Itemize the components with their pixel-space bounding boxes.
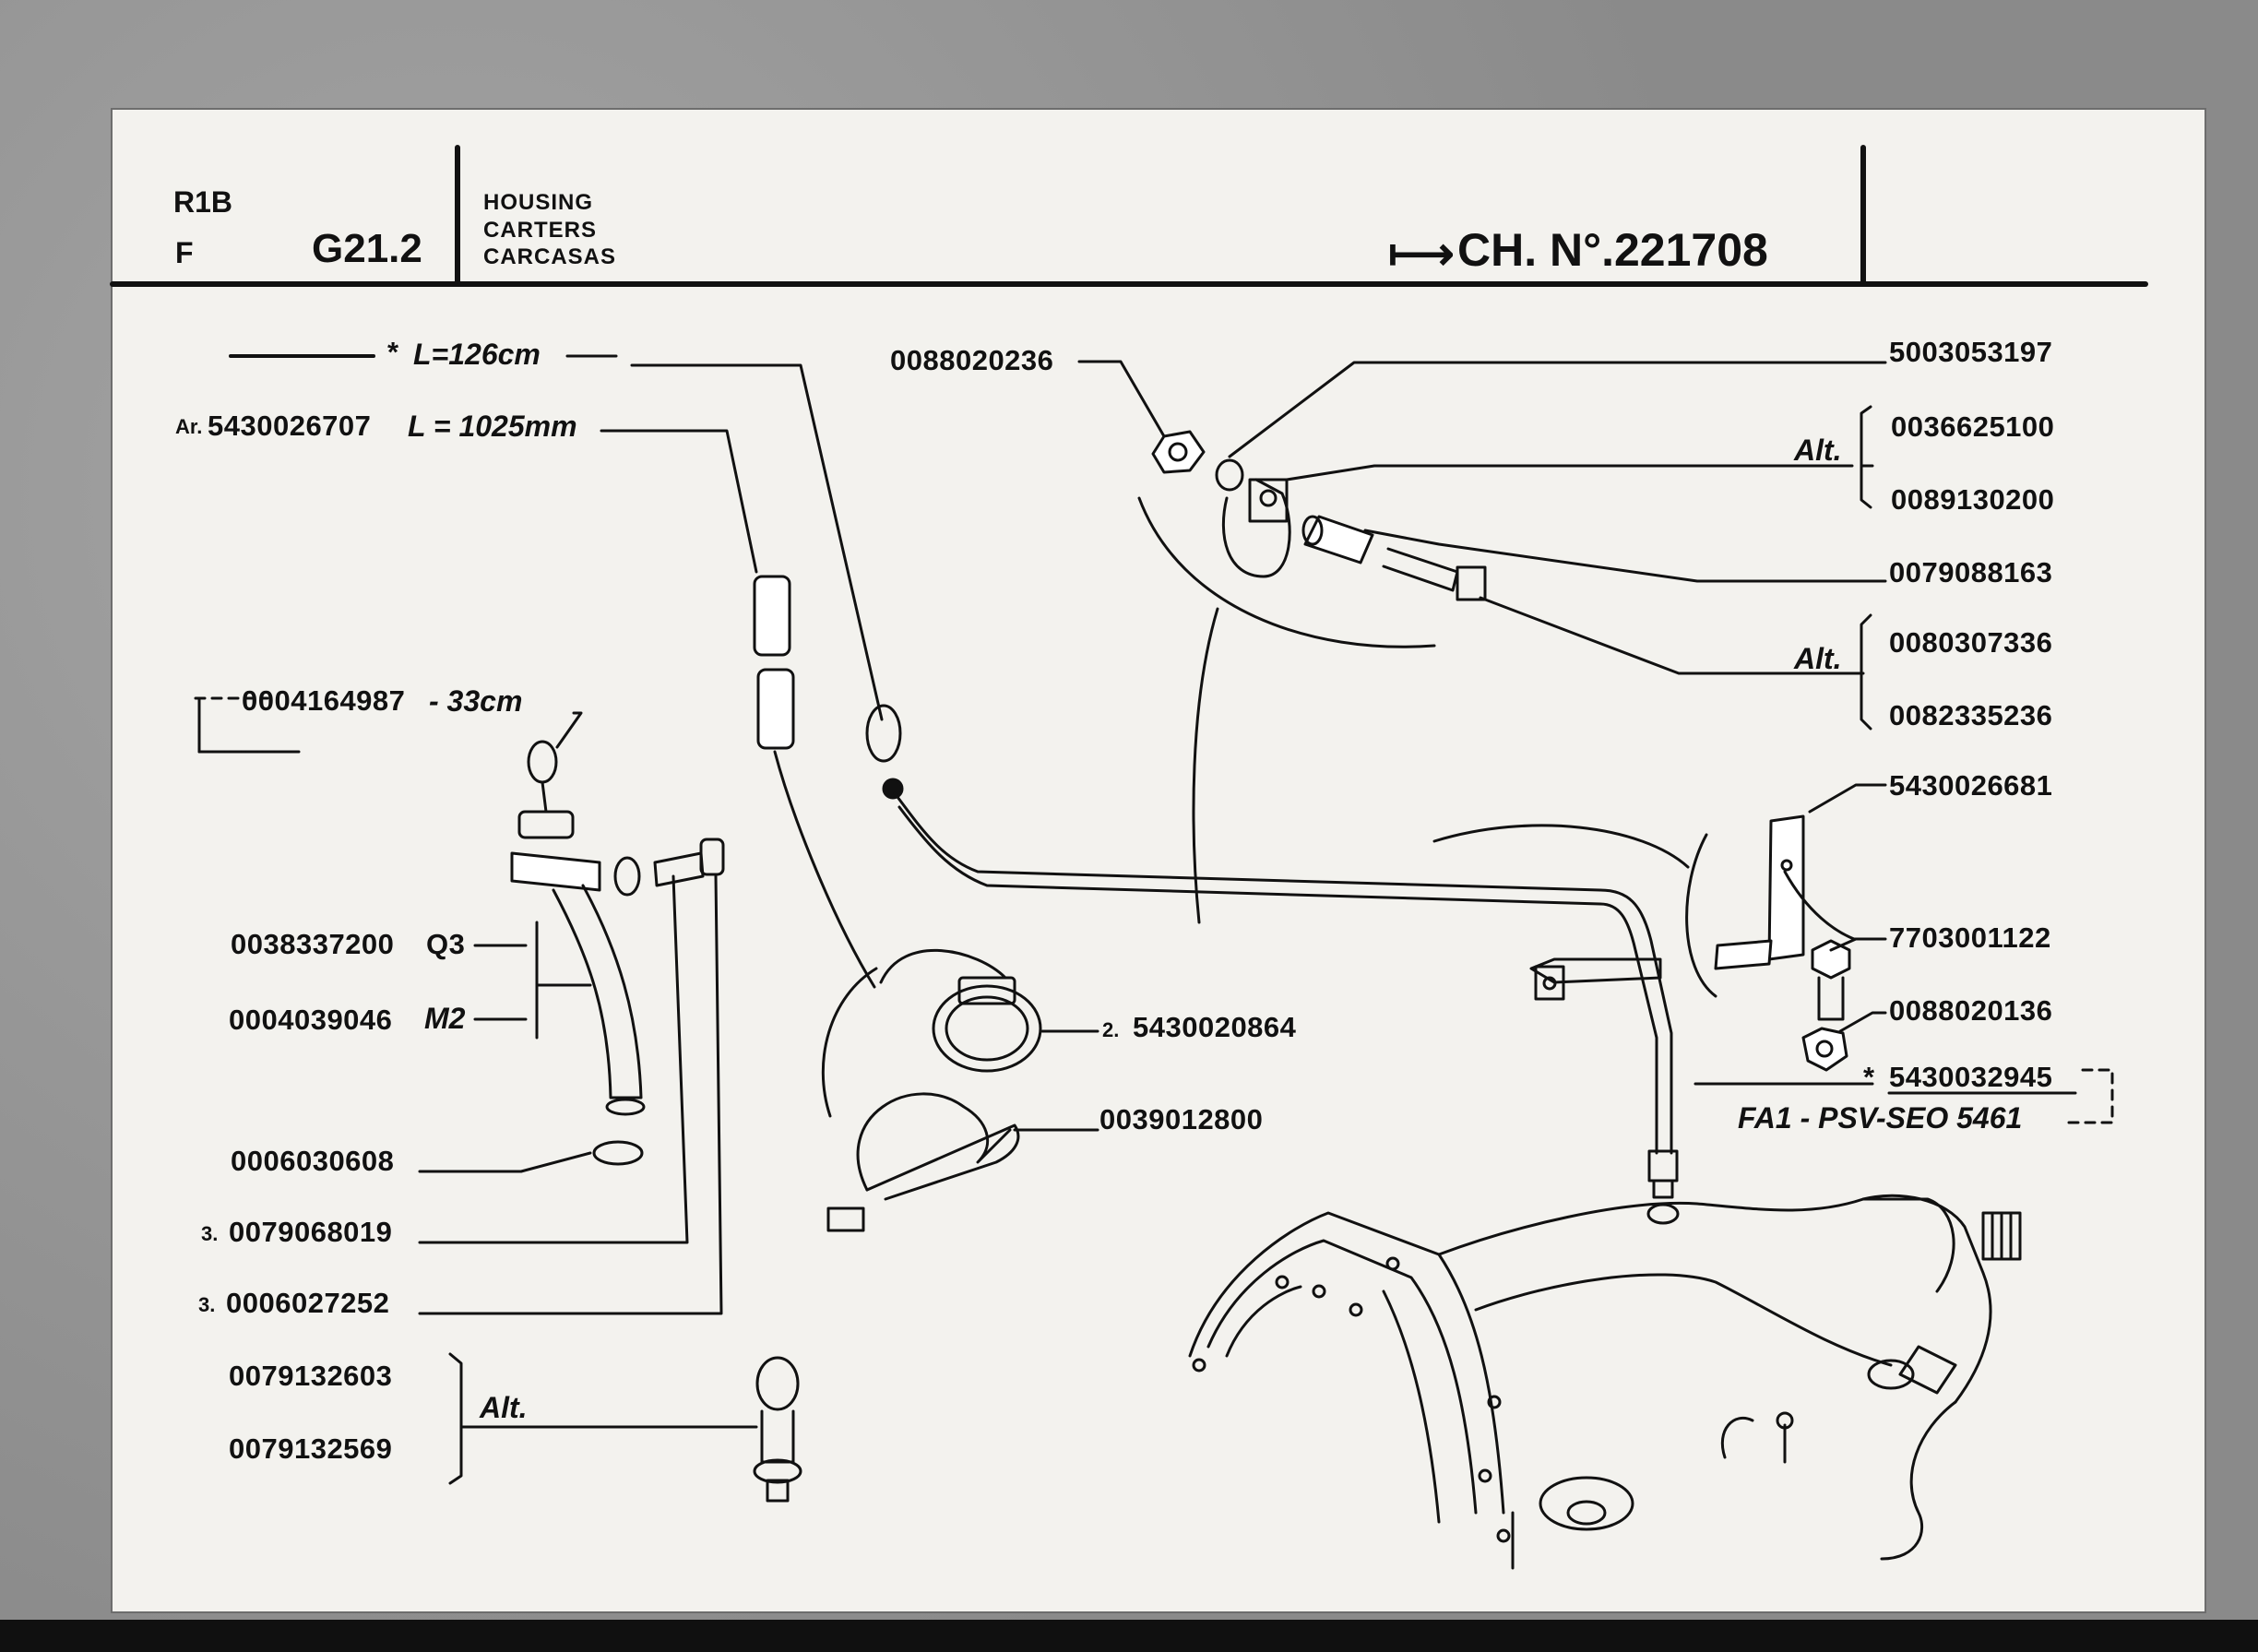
washer-icon — [613, 856, 641, 897]
lock-washer-icon — [1215, 458, 1244, 492]
oil-filler-tube-icon — [510, 740, 646, 1166]
title-es: CARCASAS — [483, 244, 617, 269]
qty-3b: 3. — [198, 1293, 216, 1316]
cable-length-label: L=126cm — [413, 338, 541, 371]
dipstick-rod — [773, 750, 876, 989]
title-en: HOUSING — [483, 190, 594, 215]
part-label-5003053197: 5003053197 — [1889, 336, 2053, 368]
dipstick-part-label: 5430026707 — [208, 410, 372, 442]
qty-2: 2. — [1102, 1018, 1120, 1041]
group-code: G21.2 — [312, 226, 422, 271]
mounting-tab-icon — [1529, 957, 1662, 1001]
alt-label-right-1: Alt. — [1794, 434, 1842, 467]
part-label-0079132603: 0079132603 — [229, 1360, 393, 1392]
p-clip-icon — [1221, 478, 1291, 578]
cable-tie-icon — [826, 1092, 1020, 1232]
alt-bracket-3 — [1860, 613, 1872, 731]
alt-bracket-1 — [448, 1352, 463, 1485]
support-bracket-icon — [1714, 814, 1805, 970]
nut-right-icon — [1801, 1027, 1848, 1072]
dipstick-length-label: L = 1025mm — [408, 410, 577, 443]
dipstick-sleeve-icon — [753, 575, 795, 750]
bolt-right-icon — [1811, 939, 1851, 1021]
star-marker: * — [1863, 1061, 1875, 1093]
cable-star: * — [387, 336, 399, 368]
dipstick-prefix: Ar. — [175, 415, 203, 438]
part-label-0039012800: 0039012800 — [1099, 1103, 1264, 1135]
part-label-0038337200: 0038337200 — [231, 928, 395, 960]
part-label-0079088163: 0079088163 — [1889, 556, 2053, 588]
length-33cm-label: - 33cm — [429, 684, 523, 718]
drain-plug-icon — [753, 1356, 802, 1503]
part-label-0006027252: 0006027252 — [226, 1287, 390, 1319]
part-label-0079068019: 0079068019 — [229, 1216, 393, 1248]
part-label-5430020864: 5430020864 — [1133, 1011, 1297, 1043]
alt-bracket-2 — [1860, 405, 1872, 509]
part-label-7703001122: 7703001122 — [1889, 921, 2051, 954]
chassis-number: CH. N°.221708 — [1457, 224, 1768, 276]
part-label-0006030608: 0006030608 — [231, 1145, 395, 1177]
qty-3a: 3. — [201, 1222, 219, 1245]
part-label-0036625100: 0036625100 — [1891, 410, 2055, 443]
bolt-icon — [653, 838, 725, 887]
part-label-0004039046: 0004039046 — [229, 1004, 393, 1036]
alt-label-right-2: Alt. — [1794, 642, 1842, 675]
part-label-0089130200: 0089130200 — [1891, 483, 2055, 516]
part-label-0088020136: 0088020136 — [1889, 994, 2053, 1027]
gearbox-housing-icon — [1188, 1194, 2022, 1570]
part-label-0080307336: 0080307336 — [1889, 626, 2053, 659]
nut-icon — [1151, 430, 1206, 474]
suffix-q3: Q3 — [426, 928, 466, 960]
fa-note: FA1 - PSV-SEO 5461 — [1738, 1101, 2023, 1135]
title-fr: CARTERS — [483, 218, 598, 243]
part-label-5430026681: 5430026681 — [1889, 769, 2053, 802]
chassis-arrow: ⟼ — [1388, 228, 1455, 279]
hex-bolt-icon — [1382, 547, 1487, 601]
model-code: R1B — [173, 185, 233, 219]
hose-clamp-icon — [879, 948, 1042, 1073]
dipstick-leader — [600, 429, 758, 574]
variant-code: F — [175, 236, 194, 269]
alt-label-left: Alt. — [480, 1391, 528, 1424]
spacer-sleeve-icon — [1301, 515, 1374, 565]
cable-leader — [630, 363, 884, 721]
catalog-sheet — [113, 110, 2205, 1611]
part-label-5430032945: 5430032945 — [1889, 1061, 2053, 1093]
part-label-0079132569: 0079132569 — [229, 1432, 393, 1465]
scan-edge-bar — [0, 1620, 2258, 1652]
part-label-0088020236: 0088020236 — [890, 344, 1054, 376]
part-label-0004164987: 0004164987 — [242, 684, 406, 717]
suffix-m2: M2 — [424, 1002, 466, 1035]
part-label-0082335236: 0082335236 — [1889, 699, 2053, 731]
